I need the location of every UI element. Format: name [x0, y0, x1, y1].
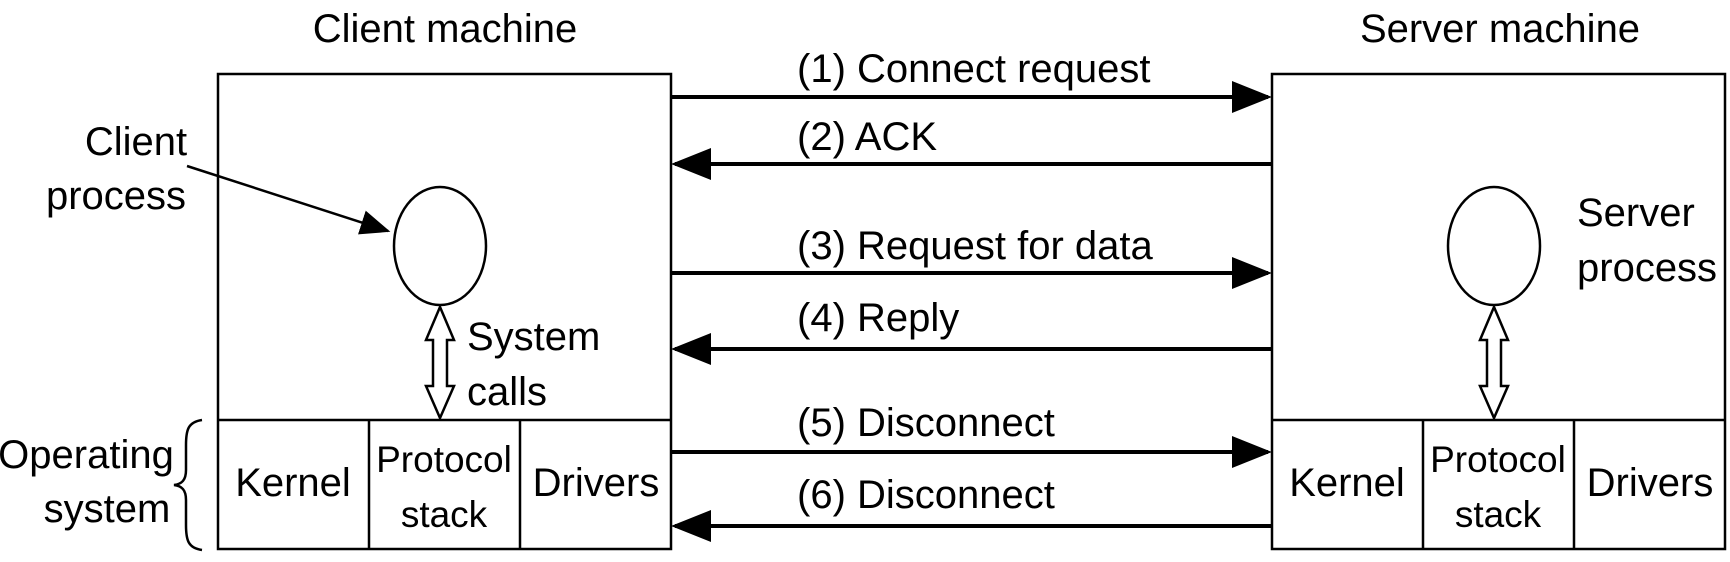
client-protocol-cell-line2: stack [401, 494, 488, 535]
message-2: (2) ACK [671, 115, 1272, 180]
server-machine-box [1270, 72, 1727, 551]
message-4-label: (4) Reply [797, 296, 959, 340]
client-process-label-line1: Client [85, 120, 187, 164]
client-machine-title: Client machine [313, 7, 578, 51]
client-kernel-cell: Kernel [235, 461, 351, 505]
server-machine-title: Server machine [1360, 7, 1640, 51]
os-label-line1: Operating [0, 433, 174, 477]
system-calls-label-line2: calls [467, 370, 547, 414]
system-calls-label-line1: System [467, 315, 600, 359]
server-kernel-cell: Kernel [1289, 461, 1405, 505]
server-protocol-cell-line2: stack [1455, 494, 1542, 535]
client-process-label-line2: process [46, 174, 186, 218]
message-6: (6) Disconnect [671, 473, 1272, 542]
server-drivers-cell: Drivers [1587, 461, 1714, 505]
client-machine: System calls Kernel Protocol stack Drive… [216, 72, 673, 551]
message-3-label: (3) Request for data [797, 224, 1153, 268]
server-syscall-arrow [1478, 303, 1510, 422]
server-process-circle [1446, 185, 1542, 307]
client-drivers-cell: Drivers [533, 461, 660, 505]
message-5: (5) Disconnect [671, 401, 1272, 468]
message-6-label: (6) Disconnect [797, 473, 1055, 517]
client-process-circle [392, 185, 488, 307]
client-process-pointer [186, 164, 391, 235]
client-protocol-cell-line1: Protocol [376, 439, 512, 480]
server-process-label-line1: Server [1577, 191, 1695, 235]
message-4: (4) Reply [671, 296, 1272, 365]
server-protocol-cell-line1: Protocol [1430, 439, 1566, 480]
message-1-label: (1) Connect request [797, 47, 1151, 91]
message-2-label: (2) ACK [797, 115, 937, 159]
message-3: (3) Request for data [671, 224, 1272, 289]
server-machine: Server process Kernel Protocol stack Dri… [1270, 72, 1727, 551]
message-5-label: (5) Disconnect [797, 401, 1055, 445]
client-machine-box [216, 72, 673, 551]
message-1: (1) Connect request [671, 47, 1272, 113]
os-label-line2: system [44, 487, 171, 531]
server-process-label-line2: process [1577, 246, 1717, 290]
client-syscall-arrow [424, 303, 456, 422]
os-brace [173, 418, 203, 552]
